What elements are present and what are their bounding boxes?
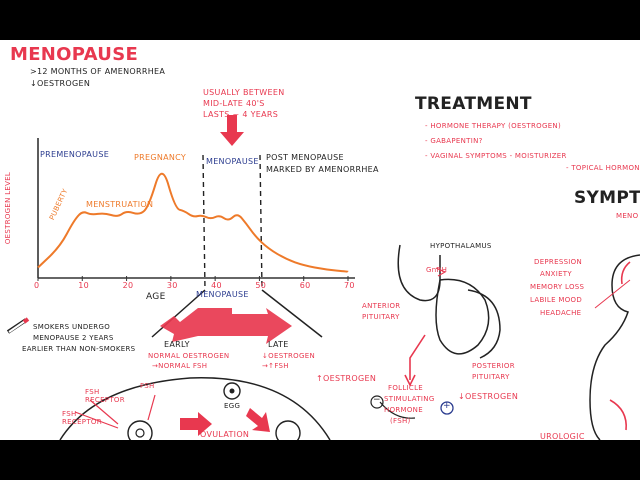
x-tick-label: 0 — [34, 281, 40, 290]
curve-label-menstruation: MENSTRUATION — [86, 200, 154, 209]
plus-circle — [440, 401, 454, 415]
late-title: LATE — [268, 340, 289, 349]
symptom-1: DEPRESSION — [534, 258, 583, 266]
symptom-urologic: UROLOGIC — [540, 432, 585, 440]
treatment-item-4: - TOPICAL HORMONES — [566, 164, 640, 172]
curve-label-pregnancy: PREGNANCY — [134, 153, 187, 162]
symptom-2: ANXIETY — [540, 270, 572, 278]
smoking-line-1: SMOKERS UNDERGO — [33, 323, 111, 331]
treatment-item-2: - GABAPENTIN? — [425, 137, 483, 145]
x-tick-label: 20 — [122, 281, 134, 290]
urologic-mark — [609, 399, 627, 431]
early-line-2: →NORMAL FSH — [152, 362, 208, 370]
fsh-label-1: FOLLICLE — [388, 384, 424, 392]
treatment-item-1: - HORMONE THERAPY (OESTROGEN) — [425, 122, 561, 130]
minus-sign: − — [373, 395, 381, 405]
treatment-title: TREATMENT — [415, 94, 532, 114]
x-tick-label: 60 — [299, 281, 311, 290]
pituitary-outline — [435, 278, 490, 355]
plus-sign: + — [443, 401, 451, 411]
smoking-line-3: EARLIER THAN NON-SMOKERS — [22, 345, 136, 353]
oestrogen-curve — [37, 172, 349, 273]
chart-xlabel: AGE — [146, 292, 166, 302]
x-tick-marks — [37, 276, 349, 281]
up-oestrogen-label: ↑OESTROGEN — [316, 374, 377, 383]
ovary-label-receptor-2: FSH RECEPTOR — [62, 410, 102, 426]
fsh-label-4: (FSH) — [390, 417, 411, 425]
phase-postmenopause: POST MENOPAUSE — [266, 153, 344, 162]
ovary-label-ovulation: OVULATION — [200, 430, 250, 439]
drawing-layer — [6, 115, 640, 440]
late-line-2: →↑FSH — [262, 362, 289, 370]
fsh-arrow — [409, 334, 426, 380]
egg-icon — [223, 382, 241, 400]
anterior-label-1: ANTERIOR — [362, 302, 401, 310]
late-line-1: ↓OESTROGEN — [262, 352, 315, 360]
ovary-arrow-1 — [180, 412, 212, 436]
symptom-5: HEADACHE — [540, 309, 582, 317]
symptoms-title: SYMPTO — [574, 188, 640, 208]
fsh-label-3: HORMONE — [384, 406, 423, 414]
symptom-4: LABILE MOOD — [530, 296, 583, 304]
phase-premenopause: PREMENOPAUSE — [40, 150, 110, 159]
treatment-item-3: - VAGINAL SYMPTOMS - MOISTURIZER — [425, 152, 567, 160]
x-tick-label: 40 — [211, 281, 222, 290]
person-outline — [589, 254, 640, 440]
funnel-right-line — [261, 289, 323, 338]
x-tick-label: 50 — [255, 281, 267, 290]
brain-mark — [620, 261, 631, 285]
x-tick-label: 10 — [78, 281, 90, 290]
phase-menopause: MENOPAUSE — [206, 157, 259, 166]
definition-line-2: ↓OESTROGEN — [30, 79, 91, 88]
follicle-icon — [127, 420, 153, 440]
menopause-start-line — [202, 154, 206, 291]
posterior-label-2: PITUITARY — [472, 373, 510, 381]
definition-line-1: >12 MONTHS OF AMENORRHEA — [30, 67, 166, 76]
follicle-icon-2 — [275, 420, 301, 440]
symptom-3: MEMORY LOSS — [530, 283, 585, 291]
posterior-label-1: POSTERIOR — [472, 362, 515, 370]
symptoms-subtitle: MENO — [616, 212, 639, 220]
chart-ylabel: OESTROGEN LEVEL — [4, 171, 12, 245]
cigarette-icon — [6, 317, 30, 334]
anterior-label-2: PITUITARY — [362, 313, 400, 321]
menopause-end-line — [259, 154, 263, 291]
posterior-pituitary-outline — [467, 289, 501, 359]
ovary-label-egg: EGG — [224, 402, 241, 410]
split-arrow — [160, 308, 292, 344]
callout-arrow — [220, 115, 244, 146]
x-tick-label: 70 — [344, 281, 355, 290]
x-tick-label: 30 — [166, 281, 178, 290]
fsh-label-2: STIMULATING — [384, 395, 435, 403]
early-line-1: NORMAL OESTROGEN — [148, 352, 230, 360]
split-label: MENOPAUSE — [196, 290, 249, 299]
callout-line-2: MID-LATE 40'S — [203, 99, 265, 108]
gnrh-label: GnRH — [426, 266, 448, 274]
funnel-left-line — [151, 289, 206, 338]
hypothalamus-label: HYPOTHALAMUS — [430, 242, 492, 250]
smoking-line-2: MENOPAUSE 2 YEARS — [33, 334, 114, 342]
ovary-label-fsh: FSH — [140, 382, 155, 390]
page-title: MENOPAUSE — [10, 44, 139, 65]
callout-line-3: LASTS ~ 4 YEARS — [203, 110, 279, 119]
callout-line-1: USUALLY BETWEEN — [203, 88, 285, 97]
down-oestrogen-label: ↓OESTROGEN — [458, 392, 519, 401]
minus-circle — [370, 395, 384, 409]
ovary-arrow-2 — [246, 408, 270, 432]
whiteboard: MENOPAUSE >12 MONTHS OF AMENORRHEA ↓OEST… — [0, 40, 640, 440]
phase-amenorrhea-note: MARKED BY AMENORRHEA — [266, 165, 379, 174]
early-title: EARLY — [164, 340, 190, 349]
ovary-outline — [59, 377, 331, 440]
ovary-label-receptor-1: FSH RECEPTOR — [85, 388, 125, 404]
